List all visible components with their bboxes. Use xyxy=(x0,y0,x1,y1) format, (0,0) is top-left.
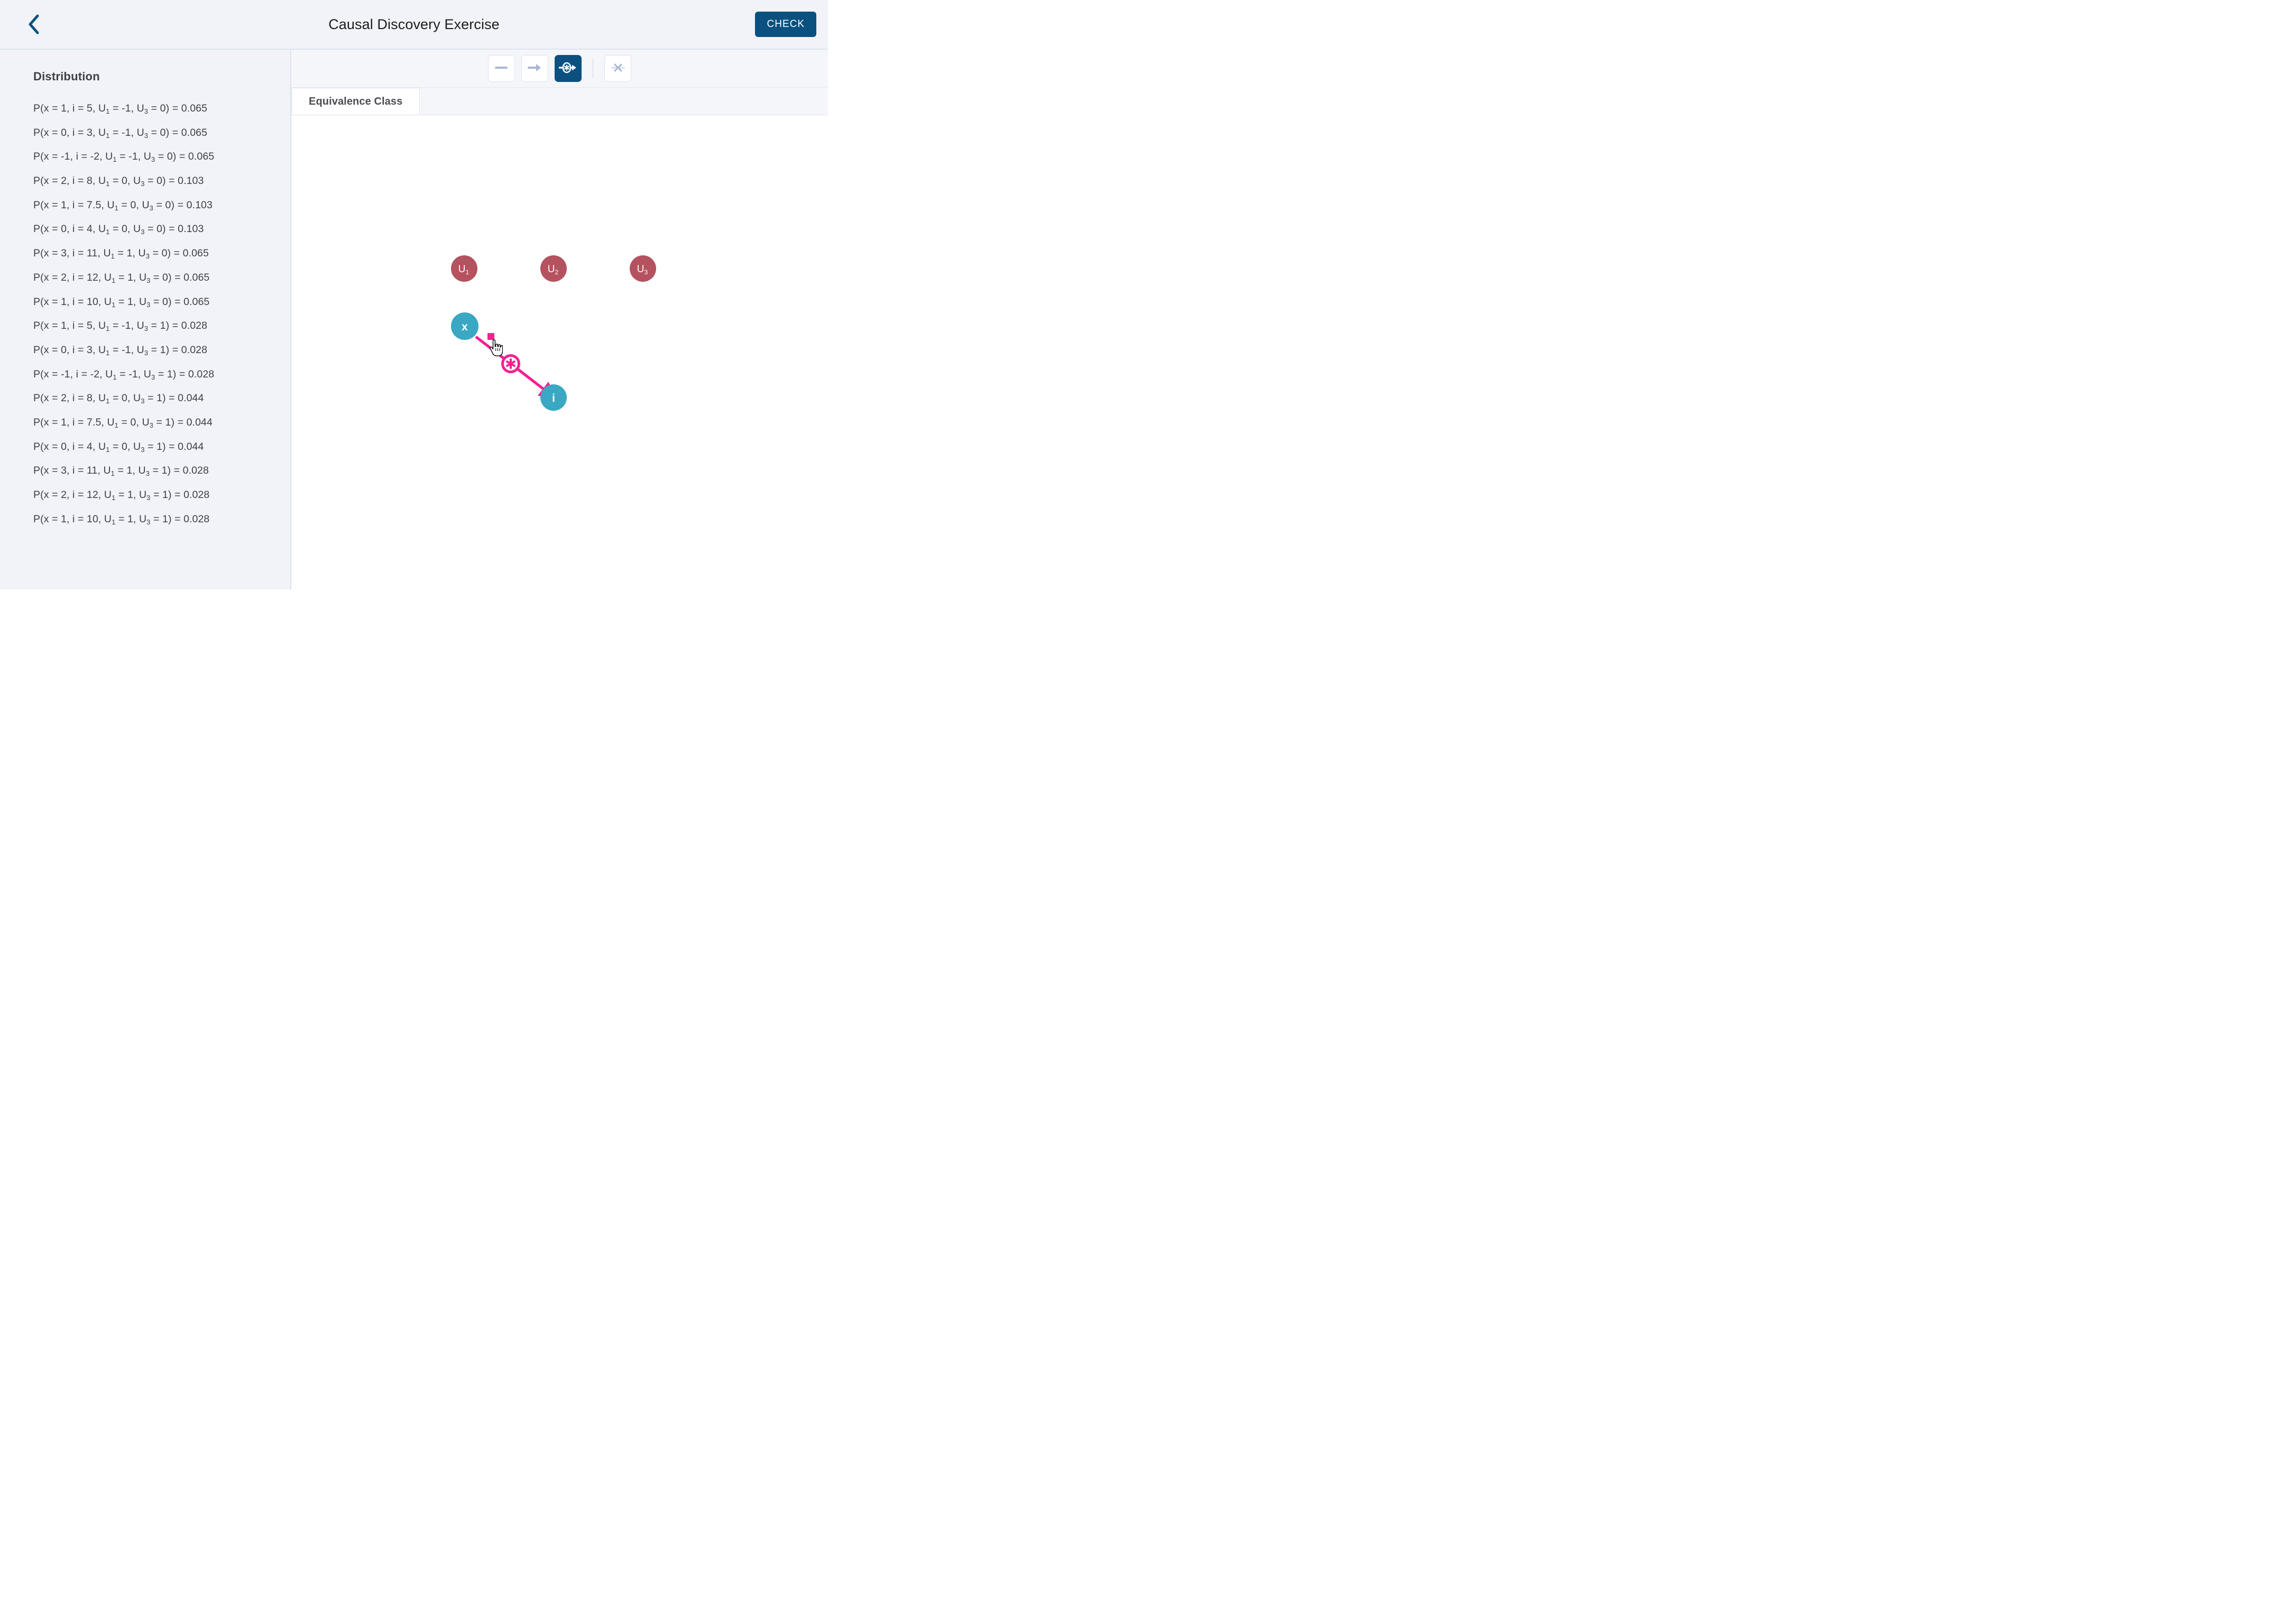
distribution-row: P(x = 2, i = 8, U1 = 0, U3 = 1) = 0.044 xyxy=(33,392,204,405)
distribution-row: P(x = -1, i = -2, U1 = -1, U3 = 1) = 0.0… xyxy=(33,368,215,381)
latent-edge-tool[interactable] xyxy=(554,55,582,82)
node-U2[interactable]: U2 xyxy=(540,255,567,282)
node-U3[interactable]: U3 xyxy=(630,255,656,282)
distribution-row: P(x = 1, i = 10, U1 = 1, U3 = 0) = 0.065 xyxy=(33,296,210,309)
distribution-row: P(x = 1, i = 5, U1 = -1, U3 = 1) = 0.028 xyxy=(33,320,208,333)
page-title: Causal Discovery Exercise xyxy=(328,16,500,32)
edge-source-handle[interactable] xyxy=(487,333,494,340)
distribution-row: P(x = 2, i = 8, U1 = 0, U3 = 0) = 0.103 xyxy=(33,175,204,188)
distribution-row: P(x = 0, i = 3, U1 = -1, U3 = 1) = 0.028 xyxy=(33,344,208,357)
distribution-row: P(x = 3, i = 11, U1 = 1, U3 = 1) = 0.028 xyxy=(33,465,209,478)
edge-tool-toolbar xyxy=(291,50,828,88)
node-x[interactable]: x xyxy=(451,312,478,340)
graph-canvas[interactable]: U1 U2 U3 x xyxy=(291,115,828,589)
cross-edge-icon xyxy=(611,60,625,77)
distribution-row: P(x = 1, i = 7.5, U1 = 0, U3 = 0) = 0.10… xyxy=(33,199,213,212)
chevron-left-icon xyxy=(27,14,41,35)
distribution-row: P(x = 0, i = 4, U1 = 0, U3 = 0) = 0.103 xyxy=(33,223,204,236)
arrow-right-icon xyxy=(527,60,542,77)
node-i-label: i xyxy=(552,392,555,404)
node-i[interactable]: i xyxy=(540,384,567,411)
distribution-sidebar: Distribution P(x = 1, i = 5, U1 = -1, U3… xyxy=(0,50,291,589)
node-U1[interactable]: U1 xyxy=(451,255,477,282)
directed-edge-tool[interactable] xyxy=(521,55,548,82)
main-body: Distribution P(x = 1, i = 5, U1 = -1, U3… xyxy=(0,49,828,589)
distribution-row: P(x = -1, i = -2, U1 = -1, U3 = 0) = 0.0… xyxy=(33,151,215,164)
distribution-list: P(x = 1, i = 5, U1 = -1, U3 = 0) = 0.065… xyxy=(33,103,290,526)
back-button[interactable] xyxy=(21,12,47,37)
star-arrow-icon xyxy=(558,60,577,77)
panel-tabbar: Equivalence Class xyxy=(291,88,828,115)
app-header: Causal Discovery Exercise CHECK xyxy=(0,0,828,49)
toolbar-separator xyxy=(592,59,594,78)
dash-icon xyxy=(494,60,509,77)
distribution-heading: Distribution xyxy=(33,70,100,83)
distribution-row: P(x = 0, i = 4, U1 = 0, U3 = 1) = 0.044 xyxy=(33,440,204,454)
delete-edge-tool[interactable] xyxy=(604,55,632,82)
distribution-row: P(x = 1, i = 7.5, U1 = 0, U3 = 1) = 0.04… xyxy=(33,416,213,429)
distribution-row: P(x = 1, i = 5, U1 = -1, U3 = 0) = 0.065 xyxy=(33,103,208,115)
distribution-row: P(x = 2, i = 12, U1 = 1, U3 = 1) = 0.028 xyxy=(33,489,210,502)
undirected-edge-tool[interactable] xyxy=(487,55,515,82)
tab-equivalence-class[interactable]: Equivalence Class xyxy=(291,88,420,115)
check-button[interactable]: CHECK xyxy=(755,12,816,37)
distribution-row: P(x = 1, i = 10, U1 = 1, U3 = 1) = 0.028 xyxy=(33,513,210,526)
node-x-label: x xyxy=(462,321,468,333)
causal-discovery-app: Causal Discovery Exercise CHECK Distribu… xyxy=(0,0,828,589)
distribution-row: P(x = 2, i = 12, U1 = 1, U3 = 0) = 0.065 xyxy=(33,271,210,284)
asterisk-icon xyxy=(506,358,515,369)
graph-svg: U1 U2 U3 x xyxy=(451,255,656,411)
distribution-row: P(x = 0, i = 3, U1 = -1, U3 = 0) = 0.065 xyxy=(33,126,208,140)
graph-panel: Equivalence Class xyxy=(291,50,828,589)
edge-x-to-i[interactable] xyxy=(475,333,558,400)
distribution-row: P(x = 3, i = 11, U1 = 1, U3 = 0) = 0.065 xyxy=(33,247,209,261)
